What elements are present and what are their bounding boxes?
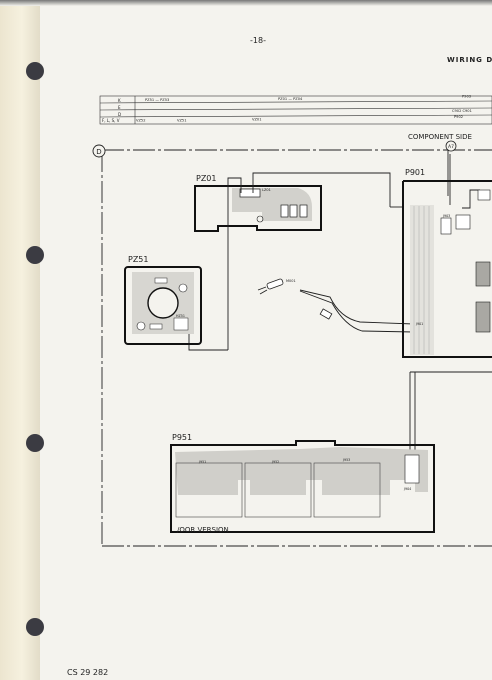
connector-block [239, 188, 261, 198]
connector-block [404, 454, 420, 484]
component [280, 204, 289, 218]
component-label: J951 [198, 460, 206, 464]
connector-marker-label: A7 [448, 144, 454, 150]
pin-array [410, 205, 434, 355]
component [154, 277, 168, 284]
component [289, 204, 298, 218]
variant-key-e: E [118, 105, 121, 110]
variant-key-flsv: F, L, S, V [102, 118, 120, 123]
component-label: HZ51 [176, 314, 185, 318]
variant-cell: C902 C901 [452, 109, 472, 113]
page-number: -18- [250, 36, 266, 45]
component [136, 321, 146, 331]
switch-slot [175, 462, 243, 518]
component-label: J901 [415, 322, 423, 326]
board-label-p901: P901 [405, 168, 425, 177]
diagram-frame [101, 149, 492, 547]
component-label: J904 [403, 487, 411, 491]
pcb-board-p951 [170, 440, 435, 533]
pcb-board-pz51 [124, 266, 202, 345]
board-caption-p951: /OOR VERSION [177, 526, 229, 534]
wire-harness [188, 150, 492, 455]
header-title: WIRING DIA [447, 56, 492, 64]
variant-cell: VZ01 [252, 118, 262, 122]
pin-array-grid [413, 206, 430, 354]
switch-slot [244, 462, 312, 518]
component [299, 204, 308, 218]
variant-cell: P903 [462, 95, 471, 99]
variant-key-d: D [118, 112, 121, 117]
scan-shadow [0, 0, 492, 6]
punch-hole [26, 618, 44, 636]
punch-hole [26, 246, 44, 264]
punch-hole [26, 62, 44, 80]
punch-hole [26, 434, 44, 452]
frame-label: D [96, 148, 101, 156]
component-label: M001 [286, 279, 296, 283]
variant-key-k: K [118, 98, 121, 103]
board-label-p951: P951 [172, 433, 192, 442]
pcb-board-pz01 [194, 185, 322, 232]
board-label-pz51: PZ51 [128, 255, 148, 264]
binding-edge [0, 0, 40, 680]
variant-table [99, 95, 492, 125]
component [178, 283, 188, 293]
variant-cell: VZ52 [136, 119, 146, 123]
component-side-label: COMPONENT SIDE [408, 133, 472, 141]
component [256, 215, 264, 223]
component [149, 323, 163, 330]
component [475, 261, 491, 287]
variant-cell: VZ51 [177, 119, 187, 123]
component-label: J953 [342, 458, 350, 462]
component [440, 217, 452, 235]
component [477, 189, 491, 201]
variant-cell: P902 [454, 115, 463, 119]
frame-marker [92, 144, 106, 158]
footer-code: CS 29 282 [67, 668, 109, 677]
component-label: J903 [442, 214, 450, 218]
variant-cell: PZ51 — PZ53 [145, 98, 169, 102]
connector-marker [445, 140, 457, 152]
pcb-board-p901 [402, 180, 492, 358]
board-label-pz01: PZ01 [196, 174, 216, 183]
component-label: LZ01 [262, 188, 271, 192]
component [455, 214, 471, 230]
connector-block [173, 317, 189, 331]
component-label: J952 [271, 460, 279, 464]
copper-area [175, 447, 428, 495]
component [475, 301, 491, 333]
variant-cell: PZ01 — PZ04 [278, 97, 303, 101]
mains-plug [257, 278, 333, 320]
center-hole [147, 287, 179, 319]
switch-slot [313, 462, 381, 518]
